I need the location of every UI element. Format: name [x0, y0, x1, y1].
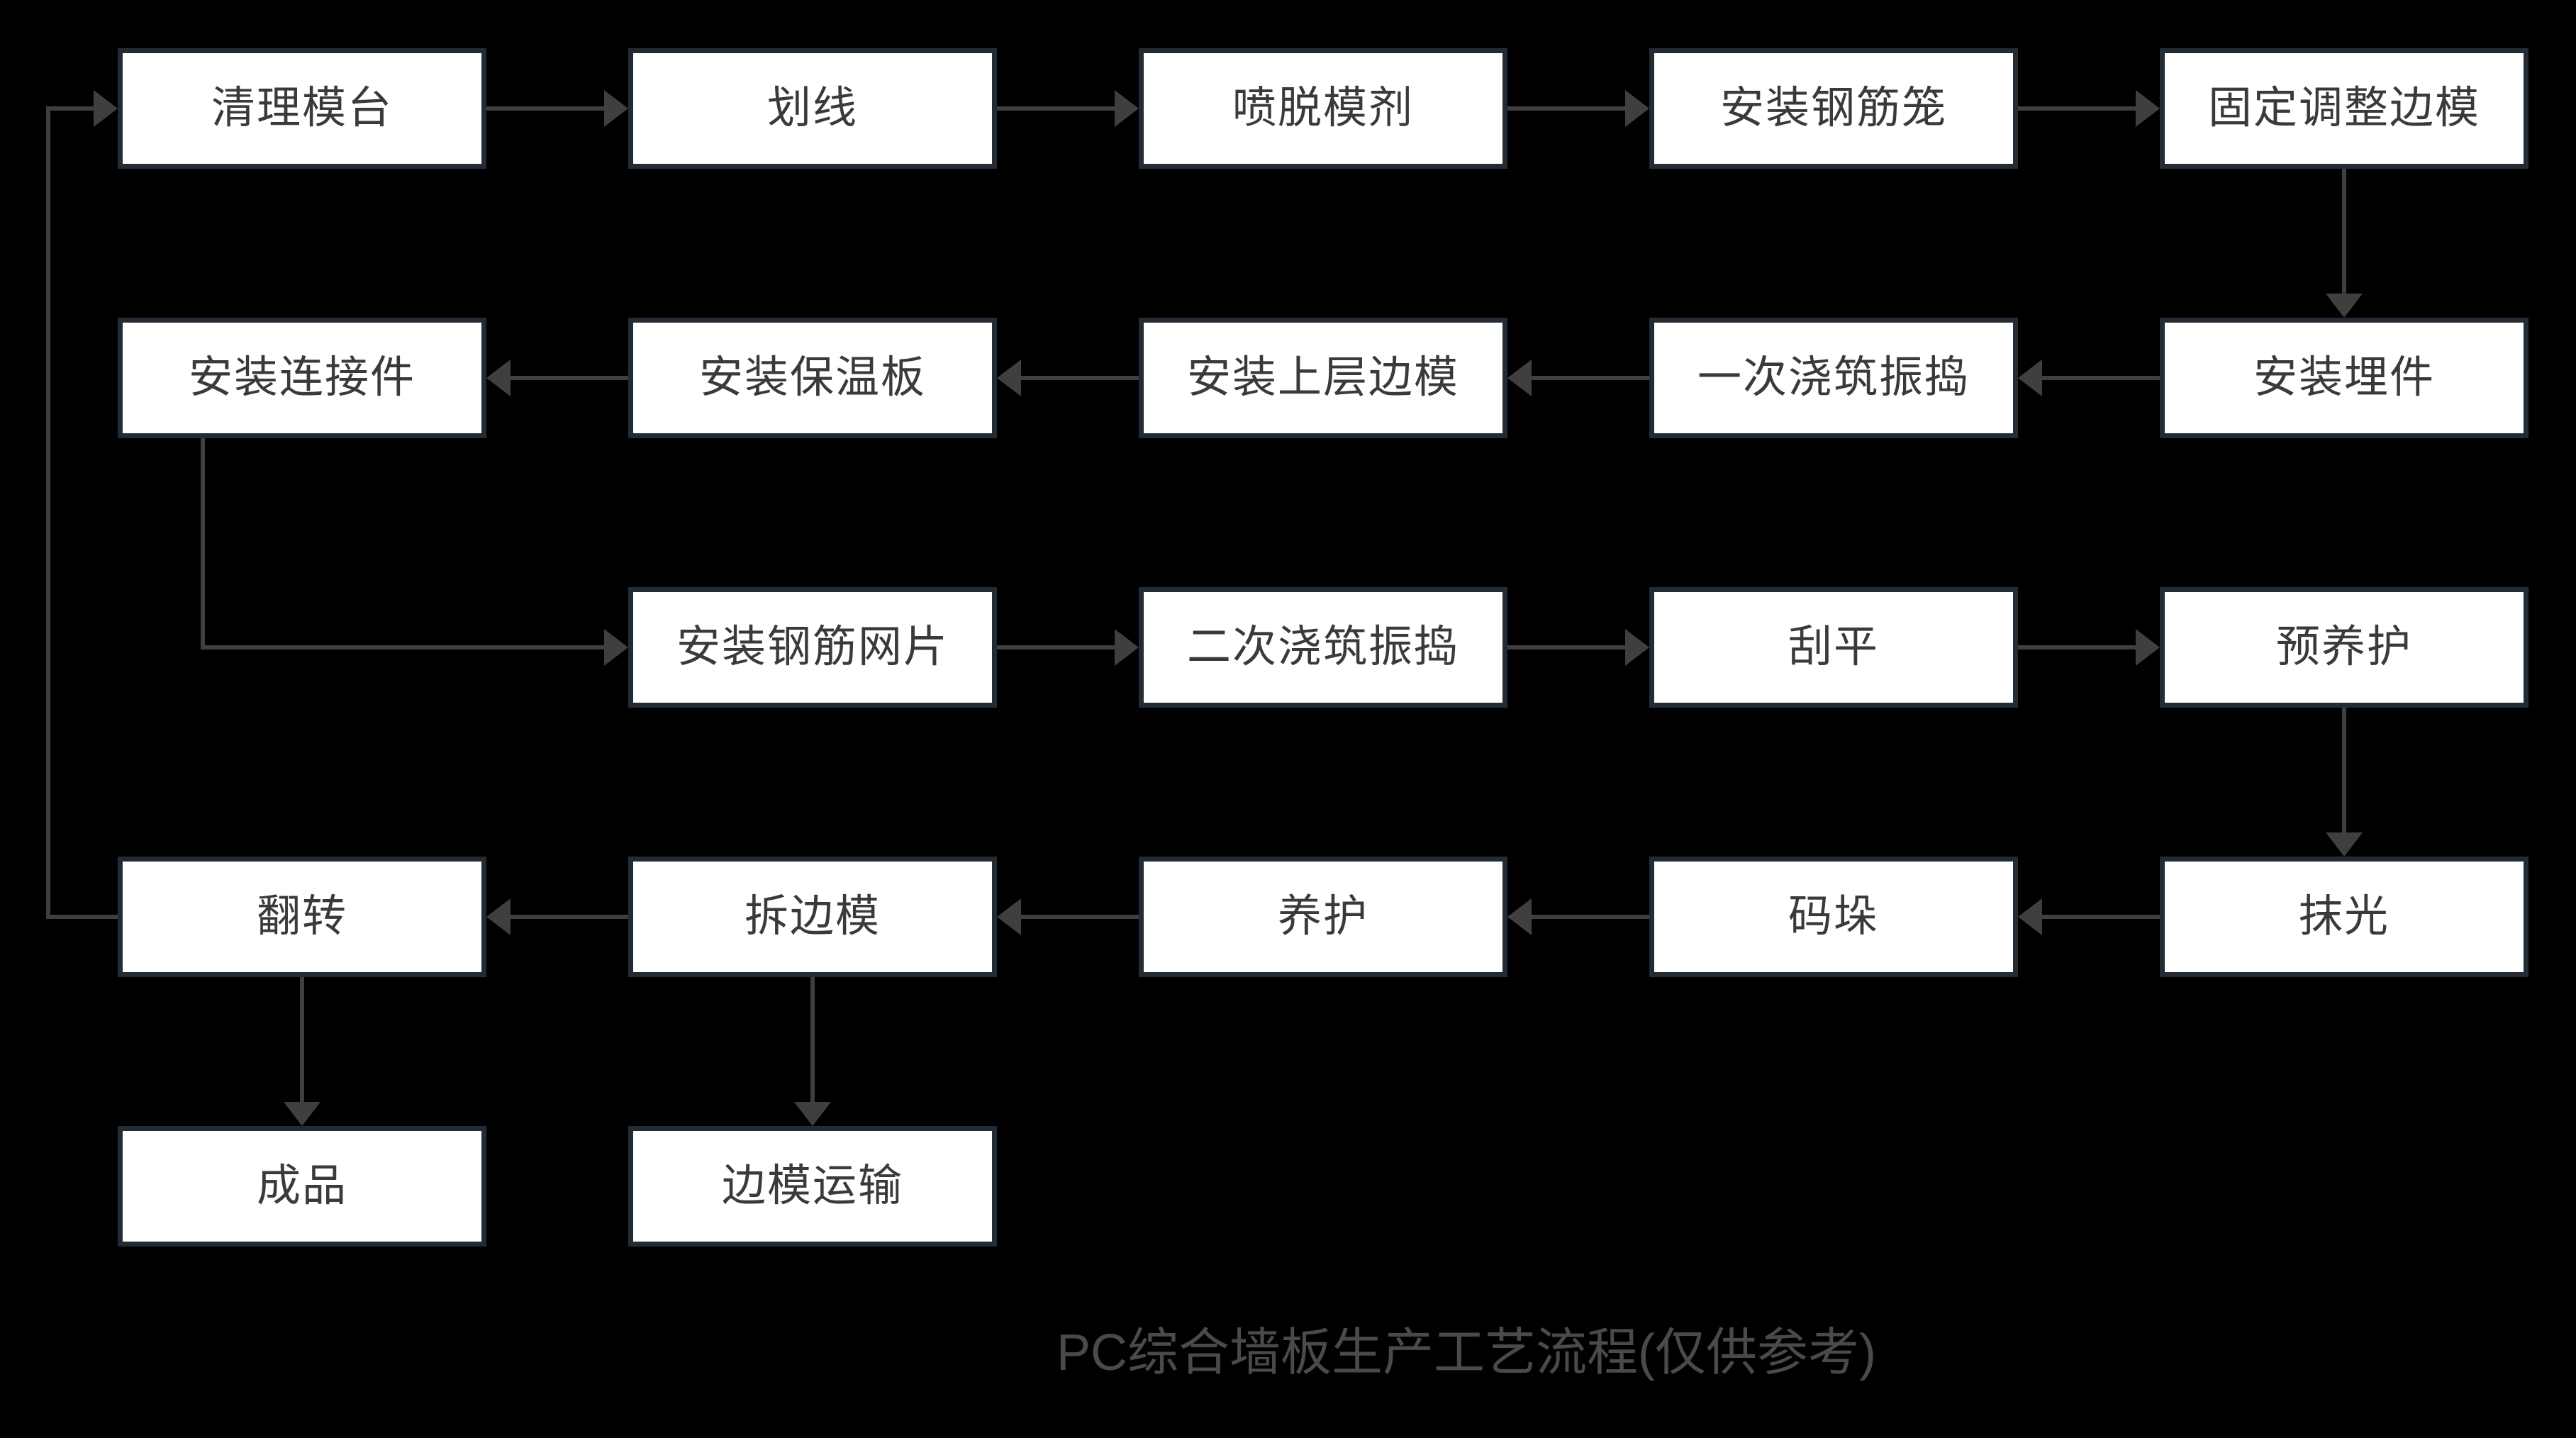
process-node-label: 安装钢筋笼: [1719, 84, 1947, 133]
process-node-n3[interactable]: 喷脱模剂: [1139, 48, 1507, 169]
process-node-n14[interactable]: 预养护: [2160, 587, 2528, 708]
edge-n11-to-n12-arrowhead: [1115, 629, 1139, 666]
process-node-label: 码垛: [1788, 892, 1879, 941]
process-node-label: 清理模台: [211, 84, 393, 133]
process-node-n17[interactable]: 养护: [1139, 857, 1507, 977]
edge-n16-to-n21-arrowhead: [794, 1102, 831, 1126]
process-node-label: 安装连接件: [188, 353, 416, 402]
edge-n8-to-n7-arrowhead: [997, 360, 1021, 396]
edge-n15-to-n1: [46, 106, 118, 919]
diagram-title: PC综合墙板生产工艺流程(仅供参考): [1056, 1325, 1876, 1381]
process-node-n10[interactable]: 安装埋件: [2160, 318, 2528, 438]
edge-n13-to-n14-arrowhead: [2136, 629, 2160, 666]
process-node-n9[interactable]: 一次浇筑振捣: [1649, 318, 2018, 438]
edge-n10-to-n9-arrowhead: [2018, 360, 2042, 396]
process-node-n21[interactable]: 边模运输: [628, 1126, 997, 1247]
edge-n16-to-n15-arrowhead: [486, 898, 511, 935]
process-node-label: 固定调整边模: [2207, 84, 2480, 133]
process-node-n1[interactable]: 清理模台: [118, 48, 486, 169]
process-node-label: 安装保温板: [698, 353, 926, 402]
edge-n19-to-n18-arrowhead: [2018, 898, 2042, 935]
edge-n14-to-n19-arrowhead: [2326, 832, 2363, 857]
process-node-label: 安装上层边模: [1186, 353, 1459, 402]
process-node-n6[interactable]: 安装连接件: [118, 318, 486, 438]
process-node-n2[interactable]: 划线: [628, 48, 997, 169]
process-node-n4[interactable]: 安装钢筋笼: [1649, 48, 2018, 169]
edge-n18-to-n17-arrowhead: [1507, 898, 1532, 935]
edge-n6-to-n11-arrowhead: [604, 629, 628, 666]
process-node-label: 翻转: [256, 892, 347, 941]
edge-n3-to-n4-arrowhead: [1625, 90, 1649, 127]
process-node-label: 一次浇筑振捣: [1697, 353, 1970, 402]
edge-n5-to-n10-arrowhead: [2326, 294, 2363, 318]
edge-n9-to-n8-arrowhead: [1507, 360, 1532, 396]
process-node-n18[interactable]: 码垛: [1649, 857, 2018, 977]
process-node-n13[interactable]: 刮平: [1649, 587, 2018, 708]
process-node-n7[interactable]: 安装保温板: [628, 318, 997, 438]
process-node-label: 喷脱模剂: [1232, 84, 1414, 133]
edge-n7-to-n6-arrowhead: [486, 360, 511, 396]
process-node-n5[interactable]: 固定调整边模: [2160, 48, 2528, 169]
process-node-n15[interactable]: 翻转: [118, 857, 486, 977]
process-node-n11[interactable]: 安装钢筋网片: [628, 587, 997, 708]
process-node-label: 划线: [766, 84, 858, 133]
process-node-label: 安装埋件: [2253, 353, 2435, 402]
process-node-label: 拆边模: [744, 892, 881, 941]
process-node-label: 成品: [256, 1161, 347, 1210]
process-node-label: 抹光: [2298, 892, 2390, 941]
process-node-label: 边模运输: [721, 1161, 903, 1210]
edge-n4-to-n5-arrowhead: [2136, 90, 2160, 127]
process-node-n16[interactable]: 拆边模: [628, 857, 997, 977]
edge-n17-to-n16-arrowhead: [997, 898, 1021, 935]
process-node-n12[interactable]: 二次浇筑振捣: [1139, 587, 1507, 708]
process-node-n8[interactable]: 安装上层边模: [1139, 318, 1507, 438]
edge-n2-to-n3-arrowhead: [1115, 90, 1139, 127]
edge-n15-to-n20-arrowhead: [284, 1102, 320, 1126]
process-node-label: 二次浇筑振捣: [1186, 623, 1459, 671]
process-node-label: 刮平: [1788, 623, 1879, 671]
edge-n6-to-n11: [201, 438, 604, 650]
process-node-n19[interactable]: 抹光: [2160, 857, 2528, 977]
edge-n1-to-n2-arrowhead: [604, 90, 628, 127]
edge-n15-to-n1-arrowhead: [94, 90, 118, 127]
process-node-label: 预养护: [2275, 623, 2412, 671]
process-node-label: 养护: [1277, 892, 1368, 941]
edge-n12-to-n13-arrowhead: [1625, 629, 1649, 666]
process-node-label: 安装钢筋网片: [676, 623, 949, 671]
process-node-n20[interactable]: 成品: [118, 1126, 486, 1247]
